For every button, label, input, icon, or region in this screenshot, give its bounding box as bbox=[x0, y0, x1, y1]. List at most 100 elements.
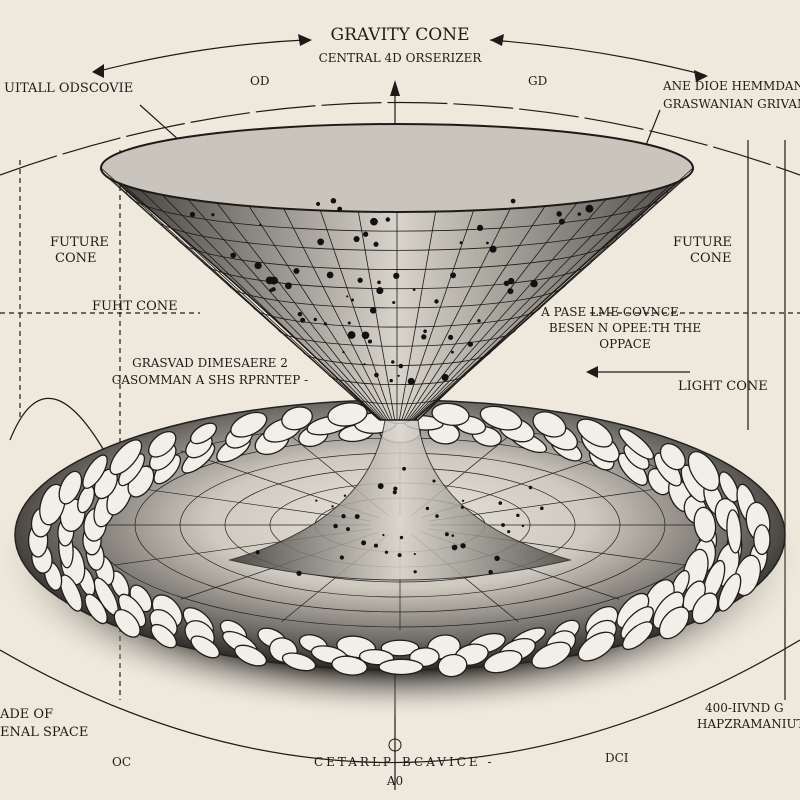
right-note-2: BESEN N OPEE:TH THE bbox=[549, 321, 701, 335]
star-dot bbox=[391, 360, 395, 364]
star-dot bbox=[397, 374, 400, 377]
fabric-dot bbox=[432, 479, 436, 483]
star-dot bbox=[421, 334, 427, 340]
terrain-cell bbox=[726, 509, 742, 554]
cone-meridian bbox=[320, 210, 393, 421]
star-dot bbox=[230, 252, 236, 259]
star-dot bbox=[398, 363, 404, 369]
terrain-cell bbox=[437, 653, 468, 678]
fabric-dot bbox=[444, 532, 449, 537]
star-dot bbox=[503, 280, 510, 287]
terrain-cell bbox=[82, 454, 108, 489]
fabric-dot bbox=[393, 486, 398, 491]
star-dot bbox=[412, 380, 416, 383]
star-dot bbox=[434, 299, 439, 304]
cone-meridian bbox=[407, 202, 578, 421]
diagram-title: GRAVITY CONE bbox=[331, 25, 470, 45]
terrain-cell bbox=[658, 606, 690, 640]
star-dot bbox=[585, 204, 594, 213]
terrain-cell bbox=[622, 621, 654, 651]
terrain-cell bbox=[693, 506, 717, 543]
label-bottom-right-1: 400-IIVND G bbox=[705, 701, 784, 715]
star-dot bbox=[361, 331, 370, 340]
star-dot bbox=[189, 211, 196, 218]
star-dot bbox=[389, 378, 393, 383]
fabric-dot bbox=[361, 540, 367, 546]
star-dot bbox=[376, 287, 384, 295]
star-dot bbox=[370, 217, 378, 226]
terrain-cell bbox=[717, 573, 742, 612]
fabric-dot bbox=[373, 543, 379, 548]
cone-meridian bbox=[405, 205, 546, 421]
terrain-cell bbox=[113, 609, 141, 638]
label-top-left: UITALL ODSCOVIE bbox=[4, 81, 133, 96]
fabric-dot bbox=[501, 523, 505, 527]
terrain-cell bbox=[659, 442, 686, 471]
cone-meridian bbox=[140, 189, 382, 421]
star-dot bbox=[363, 363, 366, 366]
star-dot bbox=[558, 218, 565, 225]
label-bottom-left-2: ENAL SPACE bbox=[0, 725, 88, 740]
label-bottom-left-1: ADE OF bbox=[0, 707, 53, 722]
star-dot bbox=[450, 272, 456, 279]
label-bottom-center-right: BCAVICE - bbox=[402, 755, 495, 769]
fabric-dot bbox=[494, 555, 500, 561]
fabric-dot bbox=[460, 543, 466, 549]
terrain-cell bbox=[58, 470, 83, 505]
star-dot bbox=[369, 307, 377, 314]
cone-meridian bbox=[401, 210, 474, 421]
fabric-dot bbox=[397, 553, 402, 558]
star-dot bbox=[254, 261, 262, 270]
star-dot bbox=[211, 213, 215, 217]
star-dot bbox=[556, 211, 562, 217]
star-dot bbox=[271, 287, 276, 292]
terrain-cell bbox=[691, 592, 719, 625]
terrain-cell bbox=[753, 524, 771, 556]
terrain-cell bbox=[431, 402, 470, 426]
star-dot bbox=[316, 201, 321, 207]
star-dot bbox=[530, 280, 538, 288]
star-dot bbox=[412, 288, 416, 291]
star-dot bbox=[297, 311, 303, 317]
star-dot bbox=[441, 373, 449, 382]
star-dot bbox=[330, 198, 337, 204]
fabric-dot bbox=[384, 550, 389, 554]
cone-meridian bbox=[409, 198, 607, 421]
terrain-cell bbox=[718, 471, 739, 503]
cone-meridian bbox=[110, 179, 380, 421]
terrain-cell bbox=[576, 418, 614, 448]
star-dot bbox=[508, 277, 515, 285]
fabric-dot bbox=[528, 485, 533, 490]
arrowheads bbox=[92, 34, 708, 378]
fabric-dot bbox=[521, 524, 525, 528]
star-dot bbox=[313, 317, 317, 322]
star-dot bbox=[323, 322, 328, 326]
terrain-cell bbox=[618, 427, 655, 460]
label-fuht-cone: FUHT CONE bbox=[92, 299, 178, 314]
tick-od: OD bbox=[250, 74, 269, 88]
fabric-dot bbox=[296, 570, 302, 576]
fabric-dot bbox=[382, 533, 385, 537]
star-dot bbox=[346, 295, 349, 298]
label-bottom-center-left: CETARLP bbox=[314, 755, 394, 769]
star-dot bbox=[507, 288, 514, 295]
cone-meridian bbox=[403, 208, 511, 421]
tick-dc-label: DCI bbox=[605, 751, 629, 765]
fabric-dot bbox=[346, 527, 350, 532]
star-dot bbox=[351, 298, 355, 302]
fabric-dot bbox=[516, 513, 520, 518]
fabric-dot bbox=[507, 530, 511, 534]
star-dot bbox=[510, 198, 516, 204]
terrain-cell bbox=[479, 405, 523, 431]
terrain-cell bbox=[234, 644, 267, 667]
star-dot bbox=[326, 271, 334, 279]
cone-meridian bbox=[216, 202, 387, 421]
right-note-3: OPPACE bbox=[599, 337, 651, 351]
star-dot bbox=[393, 272, 400, 279]
left-note-2: GASOMMAN A SHS RPRNTEP - bbox=[112, 373, 308, 387]
label-future-cone-left-2: CONE bbox=[55, 251, 96, 266]
label-top-right-1: ANE DIOE HEMMDANIS bbox=[662, 79, 800, 93]
terrain-cell bbox=[148, 431, 177, 458]
fabric-dot bbox=[255, 550, 260, 555]
star-dot bbox=[265, 276, 274, 285]
